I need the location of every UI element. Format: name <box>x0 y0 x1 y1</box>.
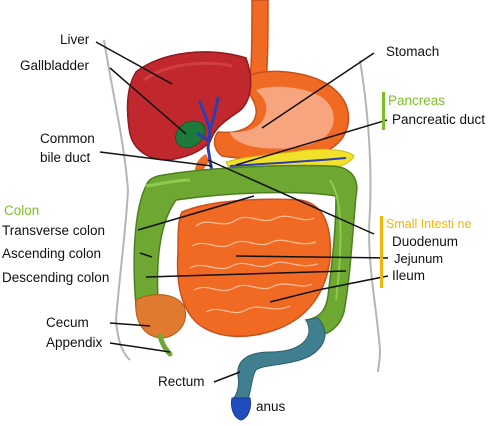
label-small-intestine-group: Small Intesti ne <box>386 217 472 231</box>
gallbladder <box>175 120 206 149</box>
appendix <box>157 333 173 357</box>
label-transverse-colon: Transverse colon <box>2 223 105 238</box>
stomach <box>213 70 350 162</box>
label-duodenum: Duodenum <box>392 234 458 249</box>
small-intestine <box>176 198 332 338</box>
label-descending-colon: Descending colon <box>2 270 109 285</box>
colon <box>133 164 358 337</box>
label-liver: Liver <box>60 32 90 47</box>
body-outline <box>103 39 382 373</box>
bile-duct <box>196 96 220 174</box>
label-pancreatic-duct: Pancreatic duct <box>392 112 485 127</box>
anus <box>231 397 251 421</box>
label-cecum: Cecum <box>46 315 89 330</box>
label-pancreas-group: Pancreas <box>388 93 445 108</box>
leader-lines <box>95 41 389 383</box>
pancreas-group-bar <box>382 92 385 130</box>
label-ileum: Ileum <box>392 268 425 283</box>
label-rectum: Rectum <box>158 374 205 389</box>
label-jejunum: Jejunum <box>394 251 443 266</box>
label-gallbladder: Gallbladder <box>20 58 90 73</box>
cecum <box>135 294 186 339</box>
pancreatic-duct <box>229 157 347 167</box>
label-anus: anus <box>256 399 286 414</box>
liver <box>126 51 252 161</box>
label-stomach: Stomach <box>386 44 439 59</box>
small-intestine-group-bar <box>380 216 383 288</box>
esophagus <box>249 0 269 83</box>
label-common-bile-duct-line1: Common <box>40 131 95 146</box>
label-common-bile-duct-line2: bile duct <box>40 150 91 165</box>
label-appendix: Appendix <box>46 335 103 350</box>
label-ascending-colon: Ascending colon <box>2 246 101 261</box>
label-colon-group: Colon <box>4 203 39 218</box>
